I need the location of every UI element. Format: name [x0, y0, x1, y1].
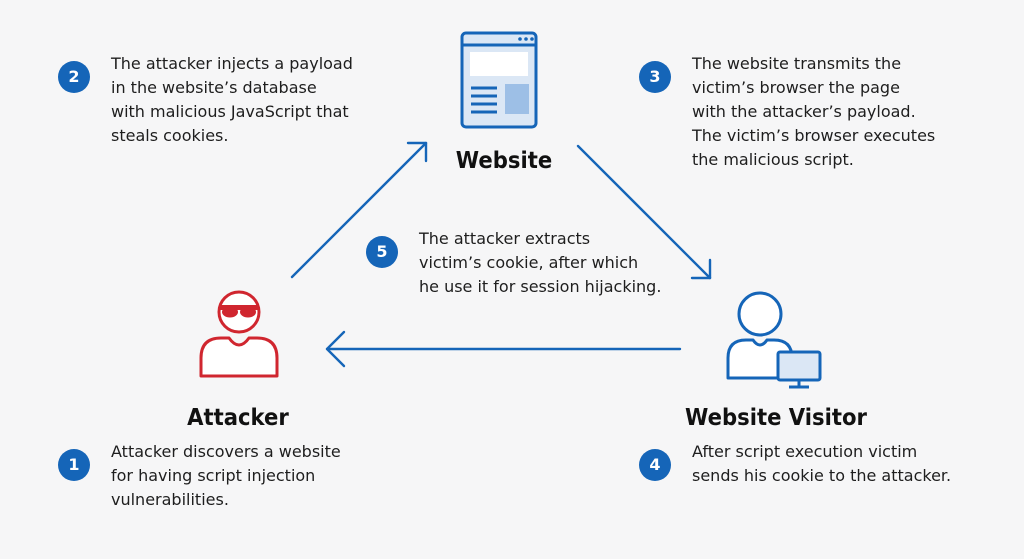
step-4-line: sends his cookie to the attacker. — [692, 466, 952, 485]
step-1-line: for having script injection — [111, 466, 316, 485]
step-4-badge: 4 — [639, 449, 671, 481]
step-1-badge: 1 — [58, 449, 90, 481]
step-2-line: steals cookies. — [111, 126, 229, 145]
step-3-line: the malicious script. — [692, 150, 854, 169]
step-4-line: After script execution victim — [692, 442, 918, 461]
step-2-line: with malicious JavaScript that — [111, 102, 349, 121]
step-5-text: The attacker extracts victim’s cookie, a… — [419, 227, 661, 299]
step-3-badge: 3 — [639, 61, 671, 93]
step-3-line: The victim’s browser executes — [692, 126, 936, 145]
visitor-label: Website Visitor — [685, 405, 867, 431]
step-3-line: with the attacker’s payload. — [692, 102, 916, 121]
step-2-line: in the website’s database — [111, 78, 317, 97]
step-1-line: Attacker discovers a website — [111, 442, 341, 461]
arrow-attacker-to-website — [290, 141, 428, 279]
user-with-monitor-icon — [726, 291, 822, 389]
arrow-website-to-visitor — [576, 144, 712, 280]
step-5-line: he use it for session hijacking. — [419, 277, 662, 296]
step-5-line: victim’s cookie, after which — [419, 253, 639, 272]
browser-window-icon — [460, 31, 538, 129]
arrow-visitor-to-attacker — [325, 330, 682, 368]
step-2-text: The attacker injects a payload in the we… — [111, 52, 353, 148]
step-5-line: The attacker extracts — [419, 229, 591, 248]
step-4-text: After script execution victim sends his … — [692, 440, 951, 488]
step-1-text: Attacker discovers a website for having … — [111, 440, 341, 512]
step-3-line: The website transmits the — [692, 54, 902, 73]
step-3-text: The website transmits the victim’s brows… — [692, 52, 935, 172]
step-2-line: The attacker injects a payload — [111, 54, 353, 73]
step-5-badge: 5 — [366, 236, 398, 268]
step-2-badge: 2 — [58, 61, 90, 93]
attacker-label: Attacker — [187, 405, 289, 431]
step-3-line: victim’s browser the page — [692, 78, 900, 97]
step-1-line: vulnerabilities. — [111, 490, 229, 509]
hacker-icon — [199, 290, 279, 378]
website-label: Website — [455, 148, 553, 174]
